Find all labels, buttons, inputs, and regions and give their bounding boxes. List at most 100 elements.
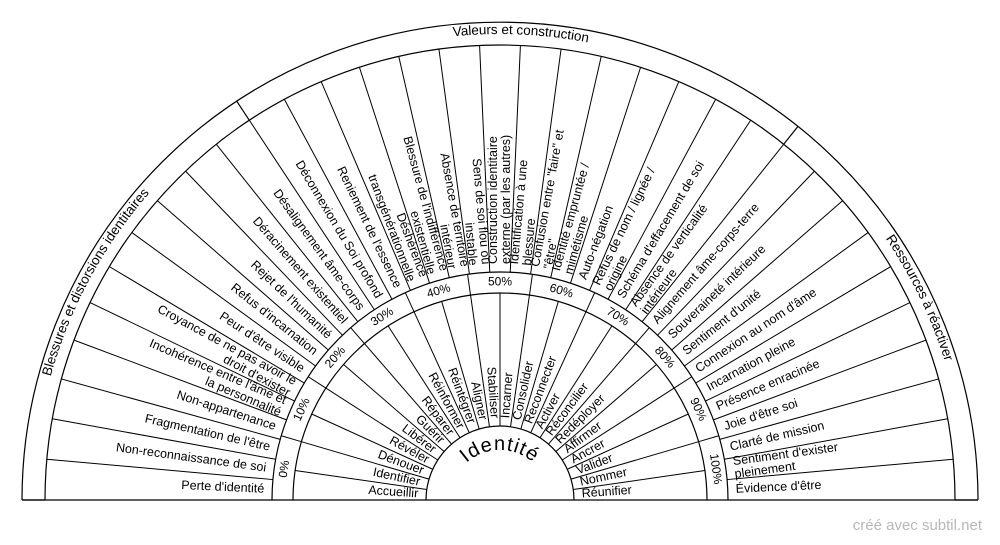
inner-sector-line (573, 470, 705, 490)
svg-text:"être": "être" (541, 238, 560, 270)
inner-sector-line (539, 325, 613, 439)
svg-text:Incarner: Incarner (498, 372, 515, 419)
watermark: créé avec subtil.net (852, 517, 982, 534)
svg-text:Évidence d'être: Évidence d'être (735, 477, 821, 496)
group-label-text: Valeurs et construction (452, 22, 590, 45)
outer-sector-line (157, 200, 329, 351)
arc-ring-0 (21, 21, 979, 501)
outer-sector-line (185, 170, 343, 336)
group-label-text: Ressources à réactiver (883, 232, 956, 363)
inner-sector-line (325, 387, 439, 461)
svg-text:blessure: blessure (520, 218, 538, 266)
percent-divider (673, 376, 693, 389)
percent-label: 70% (604, 304, 632, 329)
arc-ring-1 (44, 44, 956, 501)
outer-item-label: Perte d'identité (181, 478, 265, 496)
outer-sector-line (509, 45, 521, 273)
percent-label: 60% (548, 280, 575, 300)
outer-sector-line (248, 119, 375, 310)
inner-sector-line (561, 387, 675, 461)
percent-divider (404, 292, 415, 312)
outer-sector-line (589, 81, 680, 291)
inner-sector-line (520, 301, 559, 430)
group-label: Valeurs et construction (452, 22, 590, 45)
percent-divider (635, 327, 650, 344)
percent-divider (281, 435, 302, 443)
inner-item-label: Réunifier (581, 483, 632, 501)
percent-label: 100% (707, 453, 725, 486)
svg-text:externe (par les autres): externe (par les autres) (499, 135, 513, 264)
outer-sector-line (727, 458, 954, 481)
inner-sector-line (555, 364, 657, 452)
outer-sector-line (569, 67, 642, 284)
outer-sector-line (46, 458, 273, 481)
inner-sector-line (301, 441, 430, 480)
inner-sector-line (510, 295, 530, 427)
outer-sector-line (73, 339, 287, 421)
center-label: Identité (456, 433, 544, 467)
arc-ring-4 (425, 425, 575, 501)
arc-ring-2 (271, 271, 729, 501)
outer-sector-line (131, 232, 316, 367)
inner-sector-line (387, 325, 461, 439)
inner-sector-line (413, 311, 470, 433)
outer-item-label: Évidence d'être (735, 477, 821, 496)
inner-sector-line (441, 301, 480, 430)
percent-divider (307, 376, 327, 389)
inner-sector-line (295, 470, 427, 490)
outer-sector-line (61, 378, 281, 440)
inner-sector-line (311, 413, 433, 470)
outer-sector-line (684, 232, 869, 367)
inner-item-label: Stabiliser (484, 366, 502, 418)
svg-text:Construction identitaire: Construction identitaire (486, 136, 500, 264)
inner-sector-line (530, 311, 587, 433)
group-divider-1 (236, 100, 250, 121)
percent-divider (698, 435, 719, 443)
outer-sector-line (479, 45, 491, 273)
outer-sector-line (109, 266, 305, 384)
inner-item-label: Accueillir (368, 483, 419, 501)
outer-sector-line (215, 143, 359, 323)
svg-text:Accueillir: Accueillir (368, 483, 419, 501)
outer-sector-line (283, 99, 393, 300)
percent-label: 40% (425, 280, 452, 300)
outer-sector-line (724, 418, 948, 460)
inner-sector-line (343, 364, 445, 452)
outer-sector-line (695, 266, 891, 384)
outer-sector-line (398, 56, 450, 278)
outer-sector-line (530, 49, 562, 275)
group-divider-2 (783, 125, 799, 145)
percent-divider (350, 327, 365, 344)
inner-item-label: Incarner (498, 372, 515, 419)
outer-sector-line (713, 339, 927, 421)
outer-sector-line (358, 67, 431, 284)
svg-text:instable: instable (462, 222, 480, 266)
inner-sector-line (364, 343, 452, 445)
percent-label: 30% (368, 304, 396, 329)
inner-sector-line (548, 343, 636, 445)
percent-divider (585, 292, 596, 312)
outer-sector-line (625, 119, 752, 310)
percent-label: 50% (488, 275, 512, 289)
outer-sector-line (438, 49, 470, 275)
outer-sector-line (607, 99, 717, 300)
outer-sector-line (320, 81, 411, 291)
percent-divider (467, 274, 472, 296)
inner-sector-line (570, 441, 699, 480)
inner-sector-line (470, 295, 490, 427)
inner-sector-line (567, 413, 689, 470)
svg-text:Réunifier: Réunifier (581, 483, 632, 501)
percent-divider (528, 274, 533, 296)
outer-sector-line (89, 302, 295, 402)
center-label-text: Identité (456, 433, 543, 467)
outer-sector-line (641, 143, 785, 323)
group-label: Ressources à réactiver (883, 232, 956, 363)
outer-sector-line (719, 378, 939, 440)
outer-sector-line (705, 302, 911, 402)
outer-sector-line (550, 56, 602, 278)
svg-text:Stabiliser: Stabiliser (484, 366, 502, 418)
outer-sector-line (52, 418, 276, 460)
